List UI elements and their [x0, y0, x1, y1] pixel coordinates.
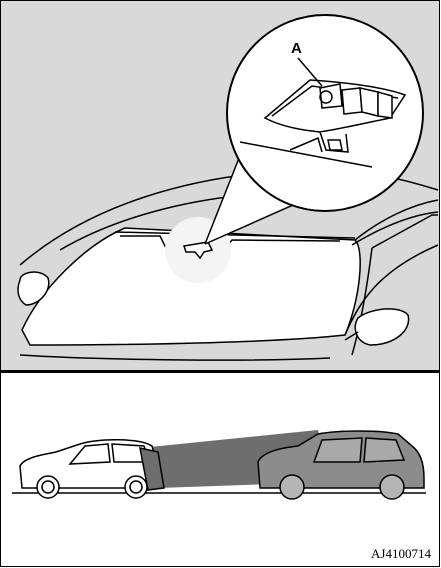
figure-id: AJ4100714 [371, 546, 431, 562]
callout-label: A [291, 40, 302, 57]
own-vehicle [20, 440, 164, 498]
right-mirror [355, 309, 408, 345]
detection-scene [12, 430, 426, 499]
